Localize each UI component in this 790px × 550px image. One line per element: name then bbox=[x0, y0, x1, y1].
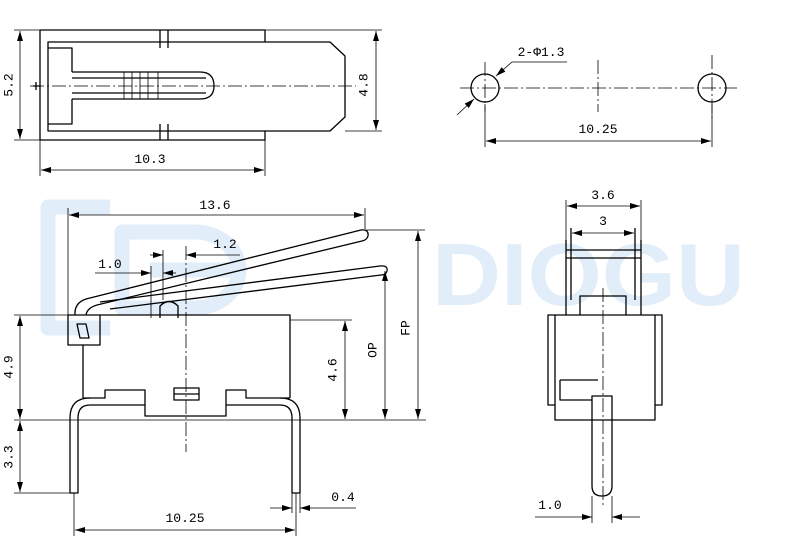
extension-lines bbox=[67, 208, 366, 315]
watermark-logo-bracket bbox=[40, 199, 110, 336]
dimension-label: 3.3 bbox=[2, 445, 17, 468]
dimension-label: 4.9 bbox=[2, 355, 17, 378]
end-view-body-outline bbox=[547, 314, 663, 421]
dimension-label: 1.0 bbox=[538, 498, 561, 513]
extension-lines bbox=[39, 131, 266, 176]
dimension-plunger-1-0: 1.0 bbox=[95, 257, 176, 276]
side-view-base-outline bbox=[83, 389, 290, 417]
dimension-overall-length: 13.6 bbox=[67, 198, 366, 315]
hole-pattern-view: 2-Φ1.3 10.25 bbox=[456, 45, 737, 147]
dimension-top-lever-width: 4.8 bbox=[265, 29, 382, 132]
contact-mark bbox=[76, 323, 90, 339]
dimension-label: 3 bbox=[599, 214, 607, 229]
dimension-label: 1.2 bbox=[213, 237, 236, 252]
callout-leader bbox=[495, 61, 567, 77]
hole-centerlines bbox=[460, 55, 737, 120]
dimension-label: 1.0 bbox=[98, 257, 121, 272]
dimension-label: 13.6 bbox=[199, 198, 230, 213]
terminal-left bbox=[69, 397, 91, 494]
extension-lines bbox=[14, 29, 40, 141]
top-view-left-marker bbox=[33, 82, 40, 90]
actuator-outer-sides bbox=[565, 240, 642, 315]
top-view-lever-outline bbox=[47, 41, 346, 132]
top-view-terminal-notches bbox=[48, 47, 73, 125]
dimension-terminal-width: 1.0 bbox=[535, 496, 640, 523]
extension-lines bbox=[591, 496, 613, 523]
dimension-label: 4.6 bbox=[326, 358, 341, 381]
callout-leader-lower bbox=[456, 98, 475, 116]
side-view: 13.6 1.2 1.0 4.9 3.3 4.6 OP bbox=[2, 198, 426, 536]
contact-box bbox=[67, 314, 101, 346]
dimension-top-height: 5.2 bbox=[2, 29, 40, 141]
dimension-terminal-thickness: 0.4 bbox=[270, 490, 356, 513]
dimension-terminal-length: 3.3 bbox=[2, 421, 70, 494]
side-view-body-outline bbox=[82, 314, 291, 398]
dimension-height-4-6: 4.6 bbox=[290, 319, 352, 419]
dimension-actuator-width: 3 bbox=[572, 214, 634, 236]
watermark: DIOGU bbox=[40, 199, 745, 336]
top-view-body-outline bbox=[39, 29, 266, 141]
dimension-label: 10.25 bbox=[578, 122, 617, 137]
dimension-body-height: 4.9 bbox=[2, 314, 68, 419]
dimension-label: 0.4 bbox=[331, 490, 355, 505]
end-view: 3.6 3 1.0 bbox=[535, 188, 663, 523]
actuator-inner-sides bbox=[570, 228, 636, 300]
dimension-label: 10.3 bbox=[134, 152, 165, 167]
dimension-label: 5.2 bbox=[2, 73, 17, 96]
extension-lines bbox=[265, 29, 382, 132]
top-view: 5.2 4.8 10.3 bbox=[2, 29, 382, 176]
hole-callout-label: 2-Φ1.3 bbox=[518, 45, 565, 60]
dimension-plunger-1-2: 1.2 bbox=[150, 237, 240, 258]
dimension-top-length: 10.3 bbox=[39, 131, 266, 176]
extension-lines bbox=[484, 104, 713, 147]
end-view-body-inner-edges bbox=[554, 315, 656, 405]
dimension-label: 4.8 bbox=[357, 73, 372, 96]
dimension-end-width: 3.6 bbox=[565, 188, 642, 240]
lever-section bbox=[566, 249, 641, 259]
top-view-pin-hatching bbox=[123, 72, 159, 99]
dimension-operating-position: OP bbox=[366, 271, 388, 419]
terminal-right bbox=[279, 397, 301, 494]
dimension-label: OP bbox=[366, 342, 381, 358]
end-view-terminal bbox=[591, 395, 613, 497]
lever-free-position bbox=[74, 229, 369, 316]
dimension-free-position: FP bbox=[365, 229, 425, 419]
extension-lines bbox=[565, 200, 642, 240]
top-view-side-tabs bbox=[159, 30, 169, 140]
base-window bbox=[173, 387, 200, 401]
watermark-text: DIOGU bbox=[432, 225, 745, 324]
hole-callout: 2-Φ1.3 bbox=[456, 45, 567, 116]
dimension-label: 3.6 bbox=[591, 188, 614, 203]
dimension-label: FP bbox=[399, 320, 414, 336]
top-view-pin bbox=[72, 71, 215, 100]
dimension-terminal-pitch: 10.25 bbox=[73, 493, 297, 536]
terminal-recess bbox=[559, 379, 598, 401]
dimension-label: 10.25 bbox=[165, 511, 204, 526]
extension-lines bbox=[73, 493, 297, 536]
watermark-logo-d bbox=[114, 224, 247, 316]
dimension-hole-pitch: 10.25 bbox=[484, 104, 713, 147]
